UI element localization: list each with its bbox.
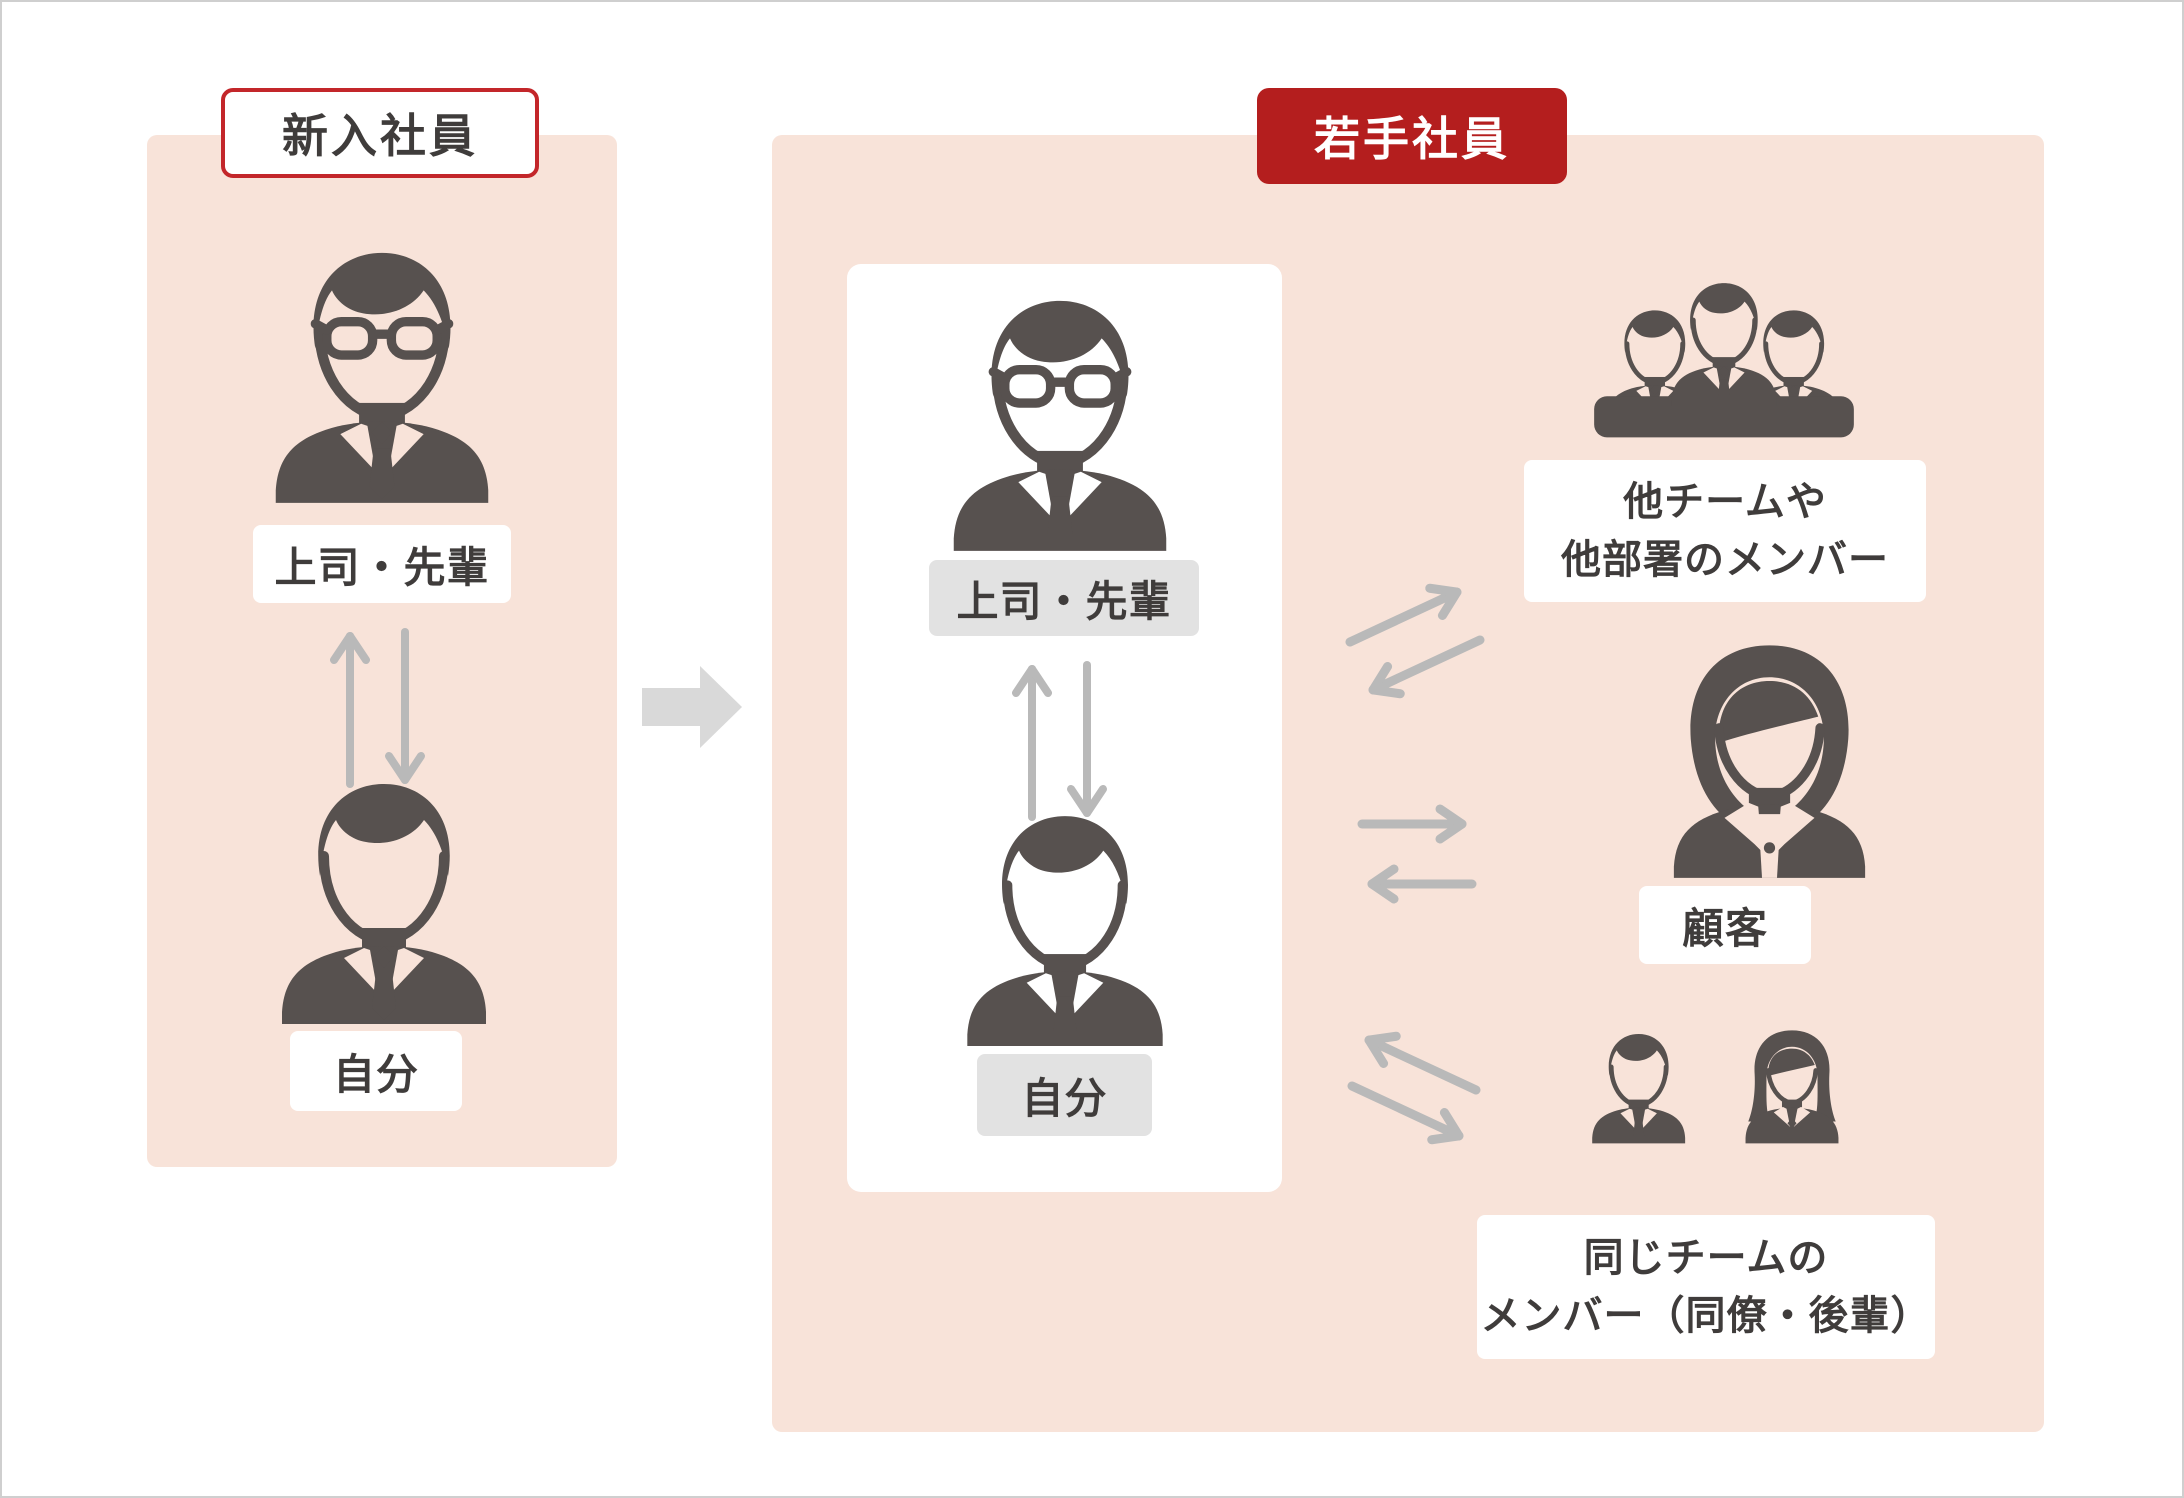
- young-man-icon: [264, 764, 504, 1024]
- businesswoman-icon: [1657, 634, 1882, 878]
- senior-label: 上司・先輩: [929, 560, 1199, 636]
- young-man-icon: [950, 797, 1180, 1046]
- customer-label-text: 顧客: [1681, 904, 1768, 952]
- same-team-label-line1: 同じチームの: [1583, 1236, 1829, 1280]
- man-with-glasses-icon: [935, 280, 1185, 551]
- self-label: 自分: [977, 1054, 1152, 1136]
- big-right-arrow-icon: [642, 666, 742, 748]
- mutual-diagonal-arrows-icon: [1344, 1024, 1484, 1159]
- man-with-glasses-icon: [257, 232, 507, 503]
- same-team-label: 同じチームの メンバー（同僚・後輩）: [1477, 1215, 1935, 1359]
- customer-label: 顧客: [1639, 886, 1811, 964]
- senior-label-text: 上司・先輩: [274, 543, 490, 591]
- other-teams-label: 他チームや 他部署のメンバー: [1524, 460, 1926, 602]
- self-label-text: 自分: [332, 1050, 419, 1098]
- three-businessmen-icon: [1594, 270, 1854, 438]
- mutual-diagonal-arrows-icon: [1340, 570, 1490, 710]
- self-label-text: 自分: [1021, 1074, 1108, 1122]
- new-employee-title: 新入社員: [282, 110, 478, 162]
- mutual-horizontal-arrows-icon: [1354, 802, 1479, 907]
- senior-label: 上司・先輩: [253, 525, 511, 603]
- young-employee-title: 若手社員: [1314, 113, 1510, 165]
- new-employee-title-badge: 新入社員: [221, 88, 539, 178]
- businessman-and-businesswoman-icon: [1584, 1018, 1884, 1174]
- self-label: 自分: [290, 1031, 462, 1111]
- senior-label-text: 上司・先輩: [956, 577, 1172, 625]
- other-teams-label-line1: 他チームや: [1623, 480, 1827, 524]
- other-teams-label-line2: 他部署のメンバー: [1561, 538, 1889, 582]
- same-team-label-line2: メンバー（同僚・後輩）: [1480, 1294, 1932, 1338]
- young-employee-title-badge: 若手社員: [1257, 88, 1567, 184]
